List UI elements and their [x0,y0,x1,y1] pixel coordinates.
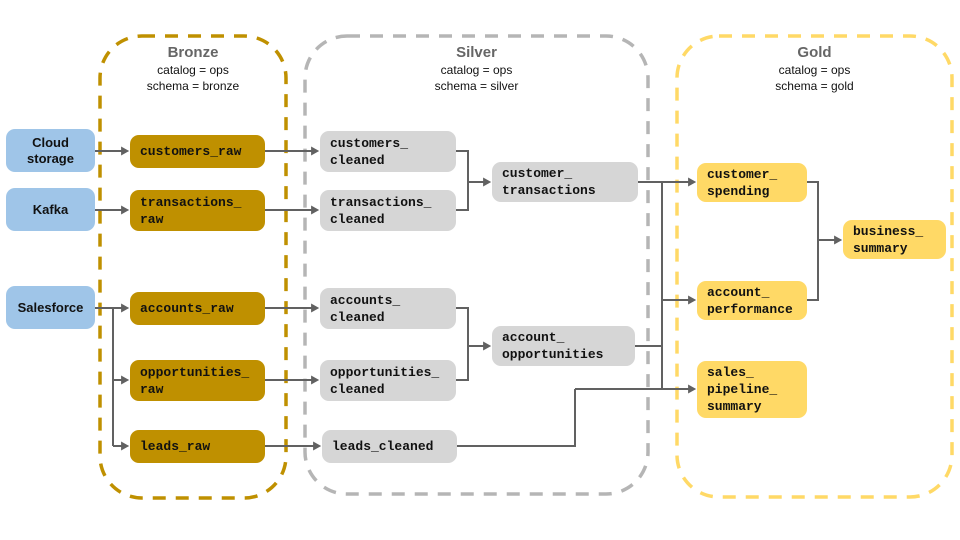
table-label: customers_ cleaned [330,135,409,168]
table-label: accounts_raw [140,301,234,316]
table-leads-cleaned: leads_cleaned [322,430,457,463]
source-cloud-storage: Cloud storage [6,129,95,172]
table-sales-pipeline-summary: sales_ pipeline_ summary [697,361,807,418]
table-customers-raw: customers_raw [130,135,265,168]
bronze-zone-border [98,34,288,500]
source-kafka: Kafka [6,188,95,231]
silver-zone-border [303,34,650,496]
table-label: opportunities_ cleaned [330,364,440,397]
table-opportunities-raw: opportunities_ raw [130,360,265,401]
table-customer-spending: customer_ spending [697,163,807,202]
table-accounts-raw: accounts_raw [130,292,265,325]
table-transactions-cleaned: transactions_ cleaned [320,190,456,231]
table-accounts-cleaned: accounts_ cleaned [320,288,456,329]
table-label: account_ performance [707,284,793,317]
table-label: leads_raw [140,439,211,454]
table-label: transactions_ raw [140,194,242,227]
table-opportunities-cleaned: opportunities_ cleaned [320,360,456,401]
connector-lines [95,146,843,451]
source-salesforce: Salesforce [6,286,95,329]
source-label: Salesforce [17,299,84,315]
source-label: Cloud storage [27,134,74,166]
table-label: account_ opportunities [502,330,604,362]
table-account-performance: account_ performance [697,281,807,320]
gold-zone-border [675,34,954,499]
table-account-opportunities: account_ opportunities [492,326,635,366]
table-customer-transactions: customer_ transactions [492,162,638,202]
table-label: transactions_ cleaned [330,194,432,227]
table-label: business_ summary [853,223,924,256]
table-label: accounts_ cleaned [330,292,401,325]
table-business-summary: business_ summary [843,220,946,259]
table-leads-raw: leads_raw [130,430,265,463]
table-customers-cleaned: customers_ cleaned [320,131,456,172]
table-label: customer_ transactions [502,166,596,198]
table-label: leads_cleaned [332,439,434,454]
table-label: customers_raw [140,144,242,159]
table-label: opportunities_ raw [140,364,250,397]
table-label: sales_ pipeline_ summary [707,365,778,414]
table-label: customer_ spending [707,166,778,199]
source-label: Kafka [32,201,69,217]
table-transactions-raw: transactions_ raw [130,190,265,231]
